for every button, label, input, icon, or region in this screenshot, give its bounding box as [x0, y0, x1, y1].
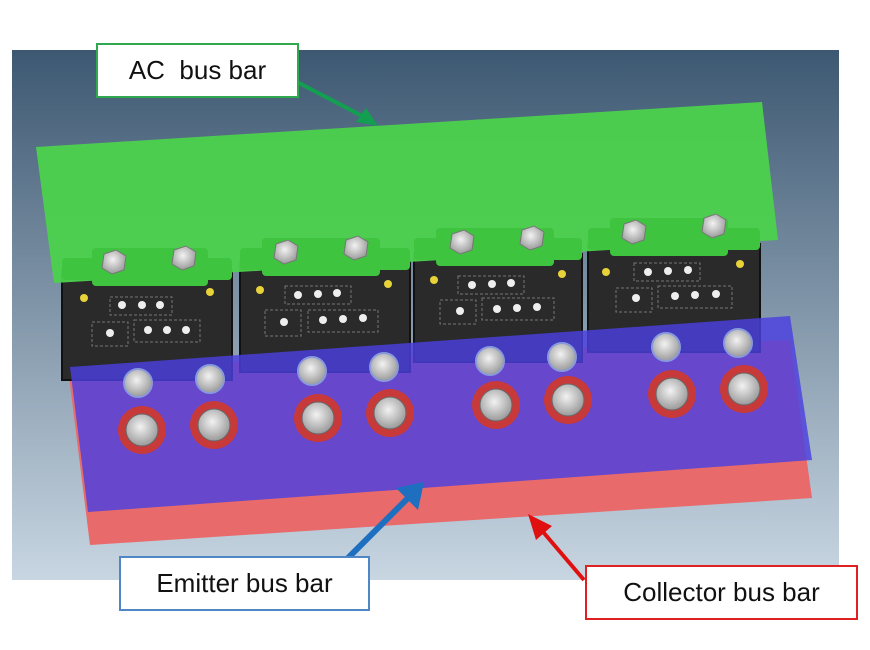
ac-bus-bolts — [101, 213, 727, 275]
emitter-bus-bolts — [123, 328, 753, 398]
ac-bus-bar-label: AC bus bar — [96, 43, 299, 98]
collector-bus-bolts — [118, 365, 768, 454]
collector-bus-bar-arrow — [528, 514, 586, 582]
emitter-bus-bar-label: Emitter bus bar — [119, 556, 370, 611]
emitter-bus-bar-arrow — [343, 482, 424, 563]
collector-bus-bar-label: Collector bus bar — [585, 565, 858, 620]
emitter-bus-bar — [70, 316, 812, 512]
